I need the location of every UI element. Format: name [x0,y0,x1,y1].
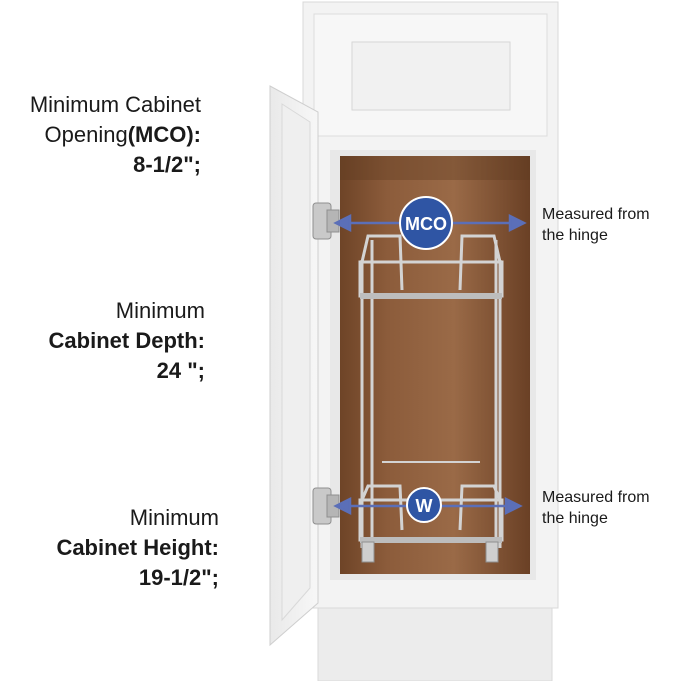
spec-opening-line2-bold: (MCO): [127,122,201,147]
spec-height: Minimum Cabinet Height: 19-1/2"; [56,503,219,593]
spec-height-line2: Cabinet Height: [56,535,219,560]
w-badge-label: W [416,496,433,516]
spec-opening-line2: Opening(MCO): [30,120,202,150]
spec-height-value: 19-1/2"; [138,565,219,590]
cabinet-door [269,85,319,647]
mco-badge: MCO [399,196,453,250]
spec-opening-value: 8-1/2"; [133,152,201,177]
note-bottom-line2: the hinge [542,510,608,527]
spec-opening: Minimum Cabinet Opening(MCO): 8-1/2"; [30,90,201,180]
note-top-line1: Measured from [542,206,650,223]
mco-badge-label: MCO [405,214,447,234]
spec-depth: Minimum Cabinet Depth: 24 "; [49,296,205,386]
note-top-line2: the hinge [542,227,608,244]
hinges [312,202,340,525]
cabinet-body [302,1,559,681]
note-top: Measured from the hinge [542,204,650,246]
note-bottom: Measured from the hinge [542,487,650,529]
spec-depth-line2: Cabinet Depth: [48,328,205,353]
spec-height-line1: Minimum [129,505,219,530]
spec-opening-line1: Minimum Cabinet [29,92,201,117]
spec-depth-value: 24 "; [156,358,205,383]
w-badge: W [406,487,442,523]
note-bottom-line1: Measured from [542,489,650,506]
spec-depth-line1: Minimum [115,298,205,323]
spec-opening-line2-normal: Opening [44,122,128,147]
